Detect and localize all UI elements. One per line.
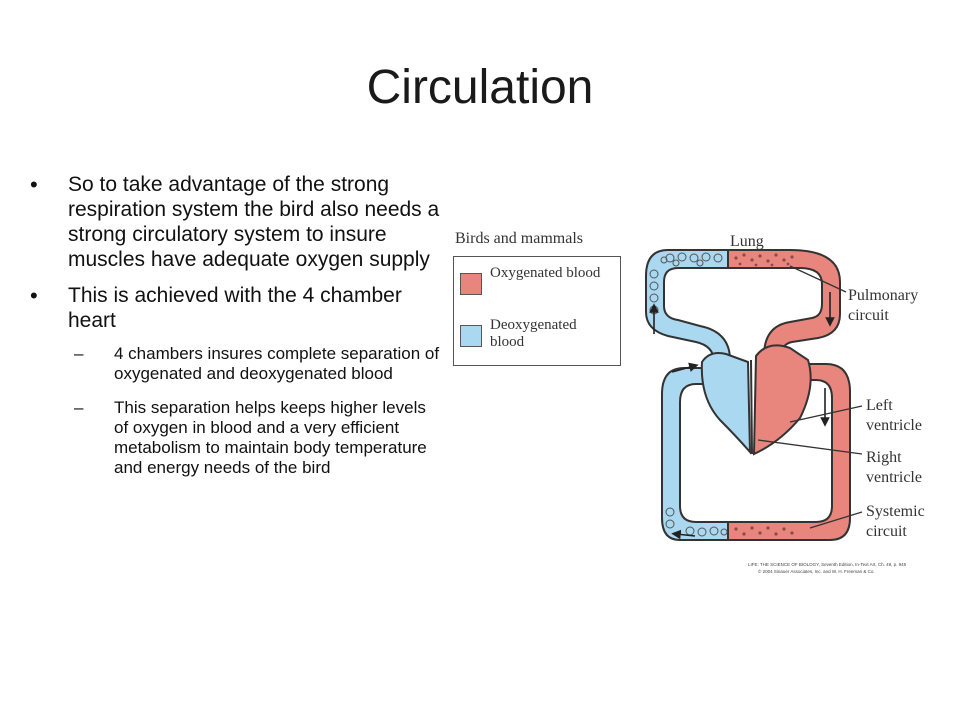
- bullet-dot: •: [30, 172, 38, 197]
- flow-arrow-left: [671, 529, 696, 540]
- sub-bullet-item: – 4 chambers insures complete separation…: [30, 344, 442, 384]
- legend-box: Oxygenated blood Deoxygenated blood: [453, 256, 621, 366]
- bullet-dot: •: [30, 283, 38, 308]
- leader-systemic: [809, 511, 863, 529]
- sub-bullet-item: – This separation helps keeps higher lev…: [30, 398, 442, 478]
- label-pulmonary: Pulmonary circuit: [848, 287, 922, 324]
- legend-label-oxygenated: Oxygenated blood: [490, 265, 601, 281]
- legend-swatch-oxygenated: [460, 273, 482, 295]
- bullet-list: • So to take advantage of the strong res…: [30, 172, 442, 492]
- legend-swatch-deoxygenated: [460, 325, 482, 347]
- sub-bullet-text: 4 chambers insures complete separation o…: [114, 344, 440, 383]
- slide-title: Circulation: [366, 61, 594, 114]
- label-systemic: Systemic circuit: [866, 503, 929, 540]
- right-heart-chamber: [700, 352, 752, 455]
- legend-label-deoxygenated: Deoxygenated blood: [490, 317, 577, 350]
- bullet-item: • So to take advantage of the strong res…: [30, 172, 442, 272]
- bullet-text: This is achieved with the 4 chamber hear…: [68, 284, 402, 332]
- sub-bullet-text: This separation helps keeps higher level…: [114, 398, 427, 477]
- flow-arrows: [649, 292, 835, 540]
- left-heart-chamber: [752, 344, 812, 456]
- lung-capillaries-red: [734, 253, 794, 267]
- leader-lines: [757, 265, 863, 529]
- circulation-diagram: Lung Pulmonary circuit Left ventricle Ri…: [645, 233, 929, 574]
- label-left-ventricle: Left ventricle: [866, 397, 922, 434]
- pulmonary-loop-deoxygenated: [645, 249, 731, 371]
- figure-credit-1: LIFE: THE SCIENCE OF BIOLOGY, Seventh Ed…: [748, 562, 907, 567]
- sub-bullet-dash: –: [74, 344, 84, 363]
- label-lung: Lung: [730, 233, 764, 250]
- bullet-item: • This is achieved with the 4 chamber he…: [30, 283, 442, 333]
- figure-credit-2: © 2004 Sinauer Associates, Inc. and W. H…: [758, 568, 875, 574]
- bullet-text: So to take advantage of the strong respi…: [68, 173, 440, 271]
- heart-septum: [750, 359, 753, 455]
- legend-title: Birds and mammals: [455, 230, 583, 247]
- leader-left-ventricle: [789, 405, 863, 423]
- leader-right-ventricle: [757, 439, 863, 455]
- sub-bullet-dash: –: [74, 398, 84, 417]
- label-right-ventricle: Right ventricle: [866, 449, 922, 486]
- leader-pulmonary: [789, 265, 847, 293]
- flow-arrow-into-heart: [671, 362, 699, 373]
